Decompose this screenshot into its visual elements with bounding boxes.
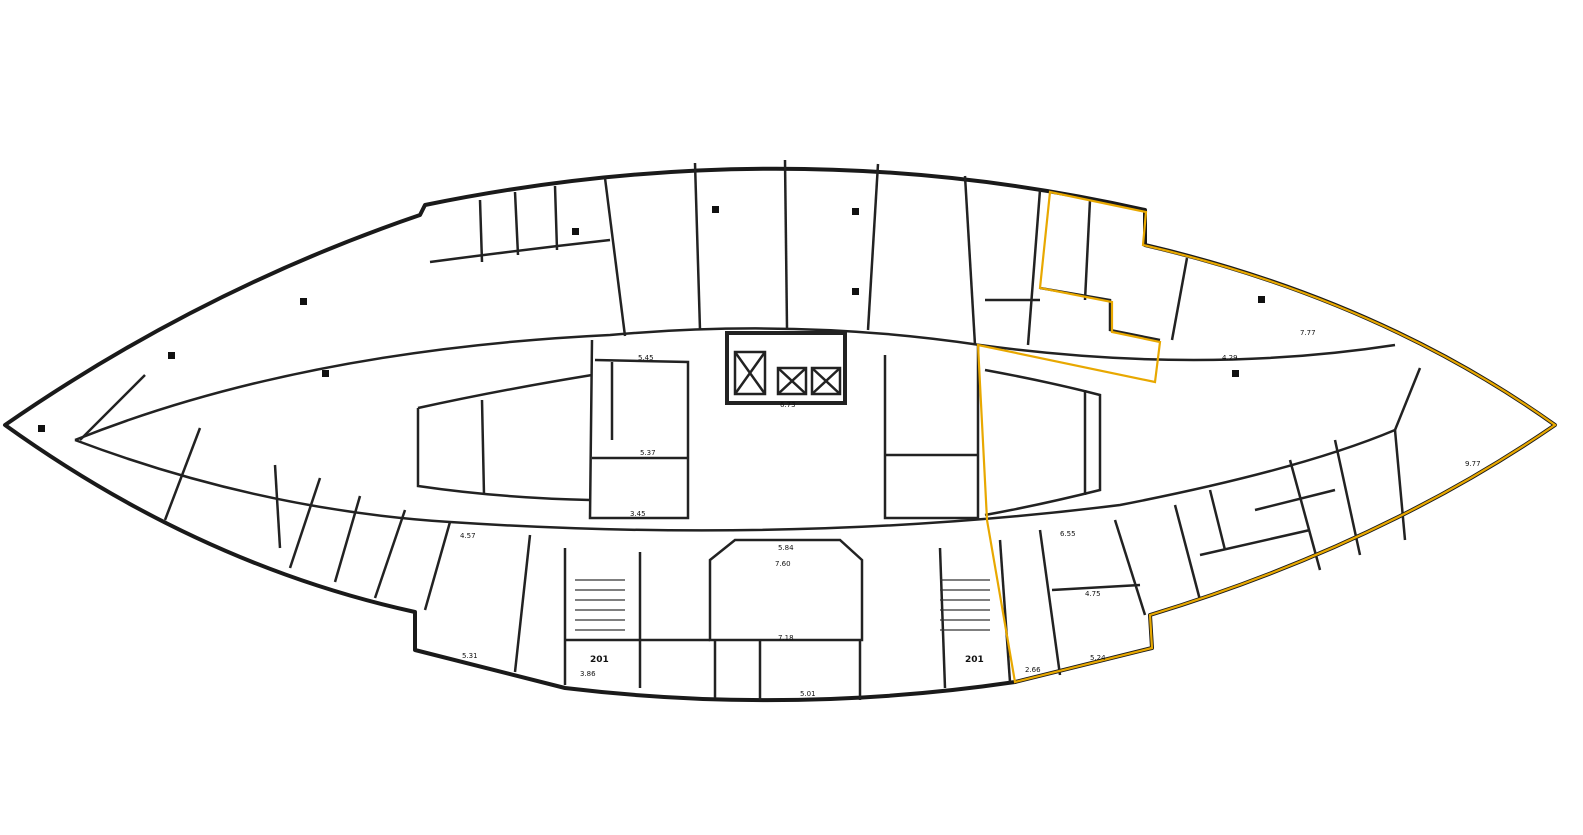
- dimension-label: 5.31: [462, 652, 478, 660]
- dimension-label: 5.01: [800, 690, 816, 698]
- dimension-label: 4.75: [1085, 590, 1101, 598]
- top-rooms: [429, 159, 1189, 346]
- dimension-label: 3.86: [580, 670, 596, 678]
- dimension-label: 6.55: [1060, 530, 1076, 538]
- room-number: 201: [965, 655, 984, 665]
- core: [416, 331, 1102, 520]
- corridor-outer-wall: [74, 428, 1396, 532]
- dimension-label: 7.77: [1300, 329, 1316, 337]
- bottom-rooms: [563, 367, 1422, 700]
- columns: [38, 206, 1265, 432]
- dimension-label: 5.45: [638, 354, 654, 362]
- dimension-label: 9.77: [1465, 460, 1481, 468]
- plan-labels: 201 201 7.60 5.84 7.18 5.01 6.73 5.45 5.…: [460, 329, 1481, 698]
- left-rooms: [79, 374, 532, 673]
- dimension-label: 5.37: [640, 449, 656, 457]
- dimension-label: 7.18: [778, 634, 794, 642]
- corridor-inner-wall: [74, 327, 1396, 442]
- stairs: [575, 579, 990, 631]
- dimension-label: 3.45: [630, 510, 646, 518]
- dimension-label: 4.57: [460, 532, 476, 540]
- outer-wall: [3, 166, 1557, 703]
- dimension-label: 7.60: [775, 560, 791, 568]
- dimension-label: 2.66: [1025, 666, 1041, 674]
- dimension-label: 5.24: [1090, 654, 1106, 662]
- dimension-label: 6.73: [780, 401, 796, 409]
- highlighted-unit-outline: [976, 190, 1557, 684]
- room-number: 201: [590, 655, 609, 665]
- dimension-label: 5.84: [778, 544, 794, 552]
- dimension-label: 4.29: [1222, 354, 1238, 362]
- elevator-shaft: [725, 331, 847, 405]
